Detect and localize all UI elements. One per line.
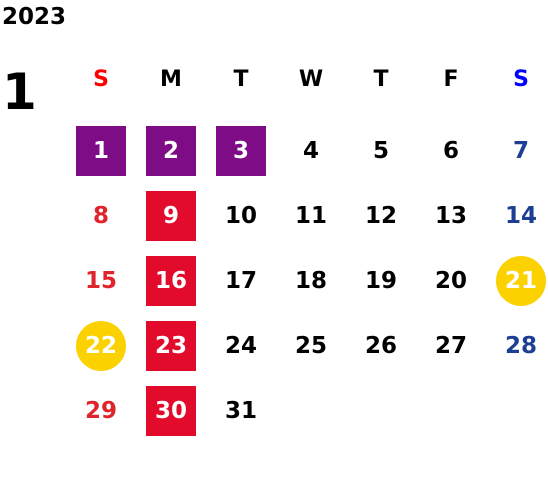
weekday-friday: F xyxy=(443,67,459,92)
day-cell[interactable]: 8 xyxy=(66,183,136,248)
day-cell[interactable]: 19 xyxy=(346,248,416,313)
day-number-16: 16 xyxy=(146,255,196,306)
day-number-10: 10 xyxy=(224,202,257,229)
day-cell[interactable]: 14 xyxy=(486,183,548,248)
day-number-28: 28 xyxy=(504,332,537,359)
day-cell[interactable]: 22 xyxy=(66,313,136,378)
day-number-22: 22 xyxy=(76,320,126,371)
day-number-6: 6 xyxy=(442,137,459,164)
weekday-thursday: T xyxy=(373,67,389,92)
day-cell[interactable]: 29 xyxy=(66,378,136,443)
day-number-4: 4 xyxy=(302,137,319,164)
day-number-27: 27 xyxy=(434,332,467,359)
day-cell[interactable]: 12 xyxy=(346,183,416,248)
day-cell[interactable]: 4 xyxy=(276,118,346,183)
day-cell[interactable]: 10 xyxy=(206,183,276,248)
day-number-30: 30 xyxy=(146,385,196,436)
weekday-monday: M xyxy=(160,67,182,92)
day-number-20: 20 xyxy=(434,267,467,294)
weekday-saturday: S xyxy=(513,67,529,92)
day-number-19: 19 xyxy=(364,267,397,294)
day-cell[interactable]: 11 xyxy=(276,183,346,248)
day-cell[interactable]: 25 xyxy=(276,313,346,378)
weekday-sunday: S xyxy=(93,67,109,92)
day-cell[interactable]: 15 xyxy=(66,248,136,313)
day-number-21: 21 xyxy=(496,255,546,306)
day-cell[interactable]: 9 xyxy=(136,183,206,248)
weekday-tuesday: T xyxy=(233,67,249,92)
day-cell[interactable]: 26 xyxy=(346,313,416,378)
day-cell[interactable]: 17 xyxy=(206,248,276,313)
day-number-18: 18 xyxy=(294,267,327,294)
day-number-15: 15 xyxy=(84,267,117,294)
day-number-9: 9 xyxy=(146,190,196,241)
day-cell[interactable]: 5 xyxy=(346,118,416,183)
day-number-7: 7 xyxy=(512,137,529,164)
day-cell[interactable]: 24 xyxy=(206,313,276,378)
day-number-13: 13 xyxy=(434,202,467,229)
day-number-14: 14 xyxy=(504,202,537,229)
day-cell[interactable]: 20 xyxy=(416,248,486,313)
day-cell[interactable]: 28 xyxy=(486,313,548,378)
day-cell[interactable]: 31 xyxy=(206,378,276,443)
day-cell[interactable]: 16 xyxy=(136,248,206,313)
day-number-1: 1 xyxy=(76,125,126,176)
year-label: 2023 xyxy=(2,4,67,30)
day-cell[interactable]: 2 xyxy=(136,118,206,183)
day-number-25: 25 xyxy=(294,332,327,359)
day-number-11: 11 xyxy=(294,202,327,229)
day-cell[interactable]: 30 xyxy=(136,378,206,443)
day-number-29: 29 xyxy=(84,397,117,424)
day-cell[interactable]: 6 xyxy=(416,118,486,183)
day-cell[interactable]: 23 xyxy=(136,313,206,378)
day-cell[interactable]: 3 xyxy=(206,118,276,183)
month-number: 1 xyxy=(2,63,37,121)
day-cell[interactable]: 18 xyxy=(276,248,346,313)
day-number-3: 3 xyxy=(216,125,266,176)
day-number-26: 26 xyxy=(364,332,397,359)
day-number-8: 8 xyxy=(92,202,109,229)
day-number-5: 5 xyxy=(372,137,389,164)
day-cell[interactable]: 7 xyxy=(486,118,548,183)
day-number-12: 12 xyxy=(364,202,397,229)
day-cell[interactable]: 21 xyxy=(486,248,548,313)
weekday-wednesday: W xyxy=(298,67,324,92)
day-number-23: 23 xyxy=(146,320,196,371)
day-cell[interactable]: 27 xyxy=(416,313,486,378)
day-number-31: 31 xyxy=(224,397,257,424)
day-number-2: 2 xyxy=(146,125,196,176)
day-cell[interactable]: 13 xyxy=(416,183,486,248)
day-number-17: 17 xyxy=(224,267,257,294)
day-number-24: 24 xyxy=(224,332,257,359)
day-cell[interactable]: 1 xyxy=(66,118,136,183)
